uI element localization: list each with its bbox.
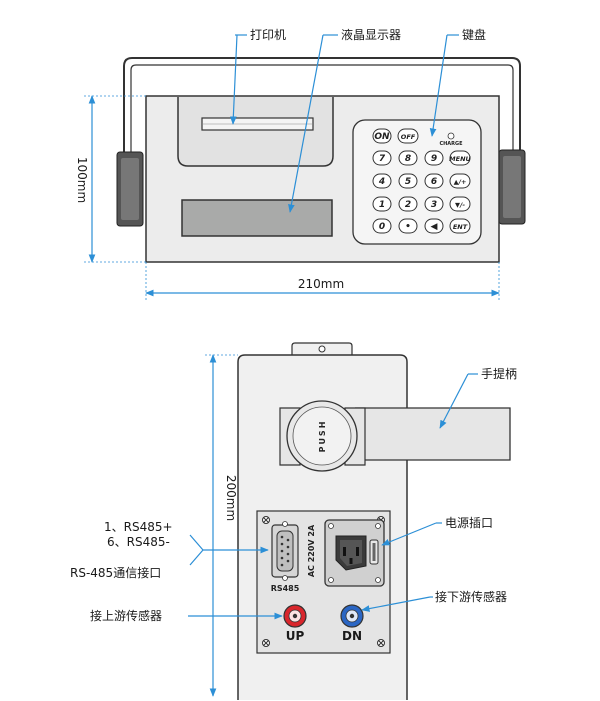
- key-button[interactable]: [372, 128, 392, 144]
- key-label: •: [405, 222, 411, 232]
- downstream-sensor-label: 接下游传感器: [435, 589, 507, 604]
- keypad-keys: ON OFF 7 8 9 MENU 4 5 6 ▲/+ 1 2 3 ▼/- 0 • ◀ ENT: [372, 128, 472, 234]
- height-dimension-front: 200mm: [224, 475, 238, 521]
- key-label: ▼/-: [455, 201, 465, 209]
- printer-label: 打印机: [250, 28, 286, 42]
- height-dimension-top: 100mm: [75, 157, 89, 203]
- keypad-label: 键盘: [462, 27, 486, 42]
- key-label: 0: [379, 222, 385, 232]
- rs485-connector-label: RS485: [271, 584, 300, 593]
- key-label: 4: [378, 177, 385, 187]
- key-button[interactable]: [449, 196, 471, 212]
- power-socket-label: 电源插口: [445, 516, 493, 530]
- key-button[interactable]: [372, 196, 392, 212]
- key-label: 2: [405, 200, 411, 210]
- key-button[interactable]: [397, 128, 419, 144]
- handle-bar: [355, 407, 511, 461]
- dn-label: DN: [342, 629, 362, 643]
- key-label: 6: [431, 177, 437, 187]
- rs485-pin1-label: 1、RS485+: [104, 520, 173, 534]
- key-label: 5: [405, 177, 411, 187]
- up-connector[interactable]: [283, 604, 307, 628]
- charge-led: [447, 132, 455, 140]
- lcd-screen: [181, 199, 333, 237]
- top-view: ON OFF 7 8 9 MENU 4 5 6 ▲/+ 1 2 3 ▼/- 0 • ◀ ENT CHARGE 打印…: [75, 27, 526, 300]
- charge-label: CHARGE: [439, 141, 463, 147]
- power-rating: AC 220V 2A: [307, 524, 316, 577]
- key-button[interactable]: [372, 173, 392, 189]
- key-button[interactable]: [372, 150, 392, 166]
- key-button[interactable]: [398, 218, 418, 234]
- key-button[interactable]: [449, 173, 471, 189]
- key-button[interactable]: [424, 218, 444, 234]
- key-label: ◀: [431, 222, 438, 232]
- key-label: 8: [405, 154, 411, 164]
- key-button[interactable]: [398, 173, 418, 189]
- top-handle: [123, 57, 521, 160]
- key-button[interactable]: [449, 218, 471, 234]
- rs485-port-label: RS-485通信接口: [70, 565, 161, 580]
- dn-connector[interactable]: [340, 604, 364, 628]
- key-button[interactable]: [449, 150, 471, 166]
- up-label: UP: [286, 629, 305, 643]
- handle-label: 手提柄: [481, 366, 517, 381]
- width-dimension: 210mm: [298, 277, 344, 291]
- key-button[interactable]: [424, 150, 444, 166]
- key-label: OFF: [401, 133, 416, 141]
- key-label: MENU: [449, 155, 471, 163]
- key-label: 7: [379, 154, 386, 164]
- key-button[interactable]: [398, 150, 418, 166]
- printer-outline: [177, 97, 334, 167]
- rs485-pin6-label: 6、RS485-: [107, 535, 170, 549]
- upstream-sensor-label: 接上游传感器: [90, 608, 162, 623]
- key-button[interactable]: [424, 173, 444, 189]
- key-label: 1: [379, 200, 385, 210]
- key-label: 3: [431, 200, 437, 210]
- key-button[interactable]: [372, 218, 392, 234]
- key-label: ▲/+: [454, 178, 467, 186]
- key-button[interactable]: [424, 196, 444, 212]
- front-view: PUSH 手提柄 RS485 AC 220V 2A: [70, 342, 517, 700]
- key-button[interactable]: [398, 196, 418, 212]
- lcd-label: 液晶显示器: [341, 27, 401, 42]
- key-label: 9: [431, 154, 437, 164]
- key-label: ENT: [453, 223, 468, 231]
- key-label: ON: [374, 132, 390, 142]
- push-text: PUSH: [318, 420, 327, 453]
